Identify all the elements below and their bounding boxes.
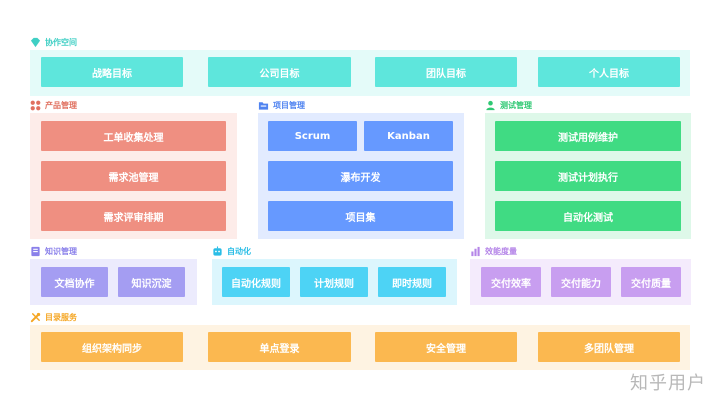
box-knowledge-base[interactable]: 知识沉淀: [118, 267, 185, 297]
robot-icon: [213, 245, 222, 256]
section-title-project-mgmt: 项目管理: [258, 98, 305, 112]
user-icon: [486, 100, 495, 110]
box-team-goal[interactable]: 团队目标: [375, 57, 517, 87]
box-delivery-quality[interactable]: 交付质量: [621, 267, 681, 297]
box-org-sync[interactable]: 组织架构同步: [41, 332, 183, 362]
box-waterfall[interactable]: 瀑布开发: [268, 161, 453, 191]
grid-icon: [30, 100, 41, 110]
box-program[interactable]: 项目集: [268, 201, 453, 231]
box-test-plan[interactable]: 测试计划执行: [495, 161, 681, 191]
section-title-directory: 目录服务: [30, 310, 77, 324]
section-title-text: 项目管理: [273, 100, 305, 110]
box-ticket-processing[interactable]: 工单收集处理: [41, 121, 226, 151]
section-title-collab-space: 协作空间: [30, 35, 77, 49]
chart-icon: [471, 246, 480, 256]
box-security[interactable]: 安全管理: [375, 332, 517, 362]
box-delivery-capacity[interactable]: 交付能力: [551, 267, 611, 297]
box-instant-rule[interactable]: 即时规则: [378, 267, 446, 297]
box-auto-test[interactable]: 自动化测试: [495, 201, 681, 231]
box-strategy-goal[interactable]: 战略目标: [41, 57, 183, 87]
box-requirement-review[interactable]: 需求评审排期: [41, 201, 226, 231]
box-auto-rule[interactable]: 自动化规则: [222, 267, 290, 297]
section-title-product-mgmt: 产品管理: [30, 98, 77, 112]
section-title-text: 效能度量: [485, 246, 517, 256]
section-title-text: 产品管理: [45, 100, 77, 110]
box-test-case[interactable]: 测试用例维护: [495, 121, 681, 151]
box-multi-team[interactable]: 多团队管理: [538, 332, 680, 362]
box-sso[interactable]: 单点登录: [208, 332, 351, 362]
section-title-text: 目录服务: [45, 312, 77, 322]
section-title-efficiency: 效能度量: [470, 244, 517, 258]
box-kanban[interactable]: Kanban: [364, 121, 453, 151]
section-title-knowledge-mgmt: 知识管理: [30, 244, 77, 258]
box-delivery-efficiency[interactable]: 交付效率: [481, 267, 541, 297]
box-doc-collab[interactable]: 文档协作: [41, 267, 108, 297]
box-requirement-pool[interactable]: 需求池管理: [41, 161, 226, 191]
book-icon: [31, 246, 40, 256]
section-title-text: 知识管理: [45, 246, 77, 256]
tools-icon: [30, 312, 41, 322]
section-title-text: 测试管理: [500, 100, 532, 110]
watermark: 知乎用户: [630, 373, 706, 394]
box-scrum[interactable]: Scrum: [268, 121, 357, 151]
folder-icon: [258, 101, 269, 110]
diamond-icon: [30, 37, 41, 47]
box-personal-goal[interactable]: 个人目标: [538, 57, 680, 87]
section-title-text: 协作空间: [45, 37, 77, 47]
box-company-goal[interactable]: 公司目标: [208, 57, 351, 87]
section-title-text: 自动化: [227, 246, 251, 256]
box-scheduled-rule[interactable]: 计划规则: [300, 267, 368, 297]
section-title-automation: 自动化: [212, 244, 251, 258]
section-title-test-mgmt: 测试管理: [485, 98, 532, 112]
